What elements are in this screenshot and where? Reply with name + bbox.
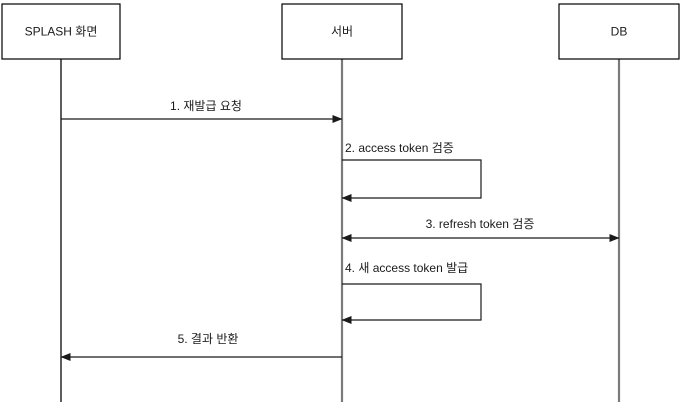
- participant-splash[interactable]: SPLASH 화면: [1, 3, 121, 60]
- participant-db[interactable]: DB: [558, 3, 680, 60]
- message-3[interactable]: 3. refresh token 검증: [341, 217, 620, 242]
- participants-layer: SPLASH 화면 서버 DB: [1, 3, 680, 60]
- messages-layer: 1. 재발급 요청 2. access token 검증 3. refresh to…: [60, 99, 620, 361]
- message-label-3: 3. refresh token 검증: [426, 217, 535, 231]
- participant-label-db: DB: [611, 25, 628, 39]
- self-call-path-4: [341, 283, 482, 324]
- message-5[interactable]: 5. 결과 반환: [60, 332, 342, 361]
- self-call-path-2: [341, 159, 482, 202]
- message-2[interactable]: 2. access token 검증: [341, 141, 482, 202]
- message-label-4: 4. 새 access token 발급: [345, 261, 468, 275]
- lifelines-layer: [60, 59, 621, 402]
- message-label-1: 1. 재발급 요청: [170, 99, 242, 113]
- participant-server[interactable]: 서버: [281, 3, 403, 60]
- participant-box-server: [281, 3, 403, 60]
- message-4[interactable]: 4. 새 access token 발급: [341, 261, 482, 324]
- participant-box-db: [558, 3, 680, 60]
- participant-label-splash: SPLASH 화면: [25, 25, 98, 39]
- participant-label-server: 서버: [331, 25, 353, 39]
- participant-box-splash: [1, 3, 121, 60]
- message-label-5: 5. 결과 반환: [178, 332, 239, 346]
- message-1[interactable]: 1. 재발급 요청: [61, 99, 343, 123]
- message-label-2: 2. access token 검증: [345, 141, 454, 155]
